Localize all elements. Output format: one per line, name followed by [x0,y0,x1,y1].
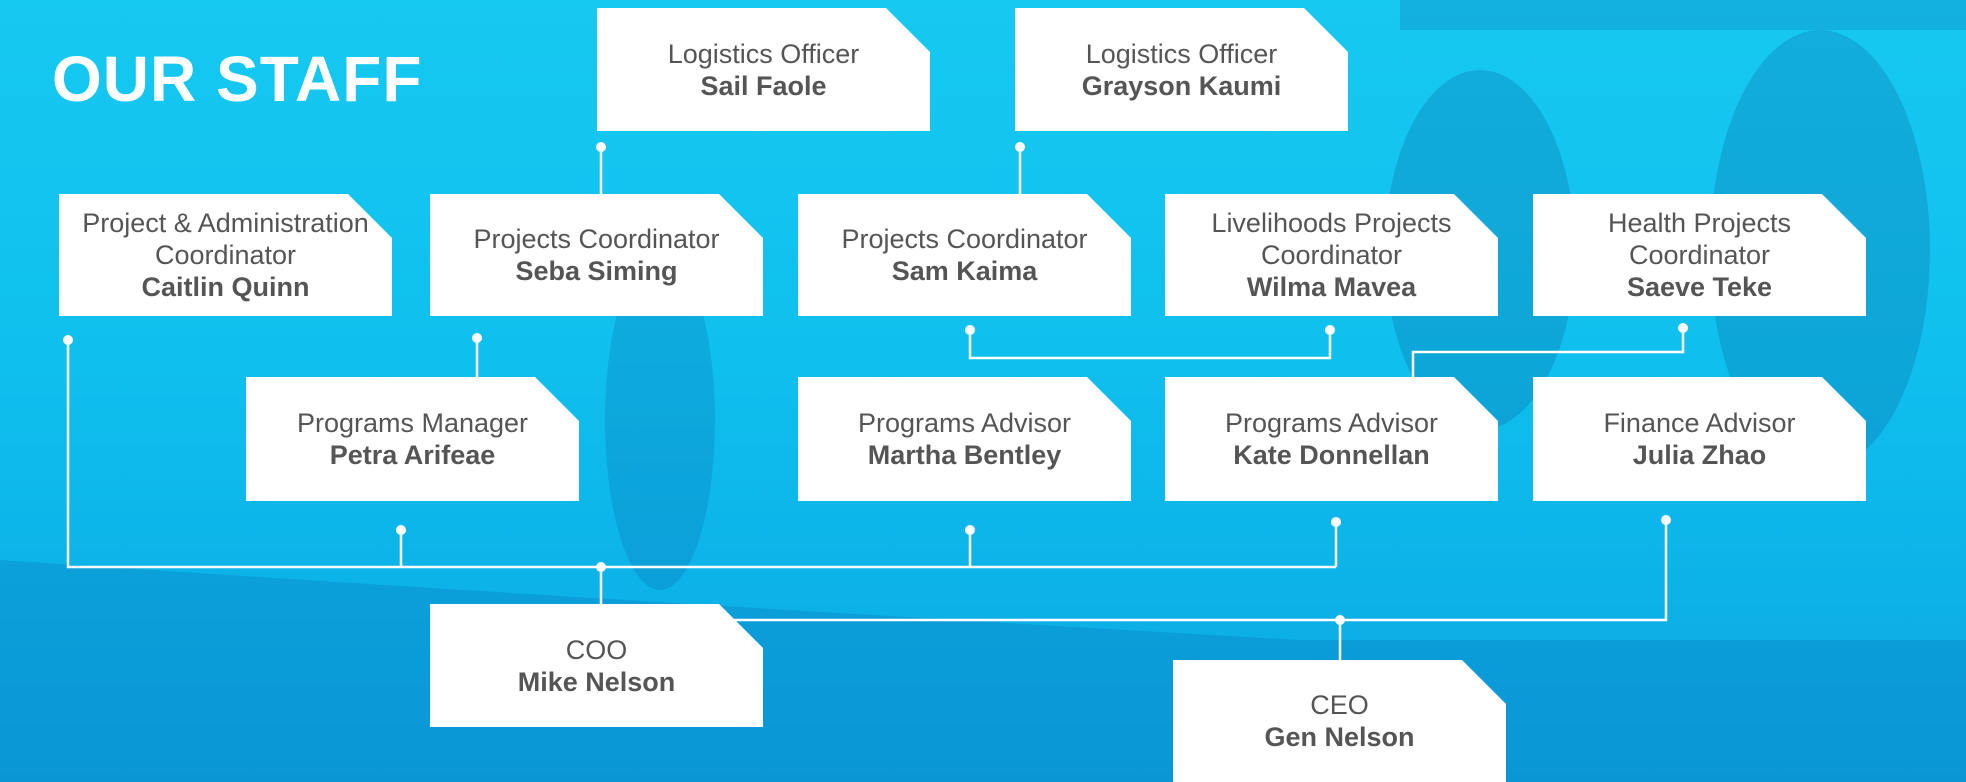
staff-name: Sam Kaima [891,256,1038,286]
staff-name: Mike Nelson [517,666,676,697]
staff-name: Saeve Teke [1626,272,1773,302]
card-projects-coordinator-sam-kaima: Projects Coordinator Sam Kaima [798,194,1131,316]
card-health-coordinator: Health Projects Coordinator Saeve Teke [1533,194,1866,316]
role-label: Programs Advisor [1224,408,1439,438]
staff-name: Grayson Kaumi [1081,70,1282,101]
role-label: CEO [1310,690,1369,720]
role-label: Logistics Officer [667,38,860,69]
card-logistics-officer-grayson-kaumi: Logistics Officer Grayson Kaumi [1015,8,1348,131]
staff-name: Seba Siming [515,256,678,286]
role-label: Projects Coordinator [841,224,1088,254]
role-label: Logistics Officer [1085,38,1278,69]
card-coo: COO Mike Nelson [430,604,763,727]
staff-name: Julia Zhao [1632,440,1767,470]
card-projects-coordinator-seba-siming: Projects Coordinator Seba Siming [430,194,763,316]
staff-name: Petra Arifeae [329,440,496,470]
role-label: COO [565,634,628,665]
role-label: Project & Administration Coordinator [82,208,369,270]
card-programs-advisor-martha-bentley: Programs Advisor Martha Bentley [798,377,1131,501]
staff-name: Sail Faole [700,70,827,101]
role-label: Health Projects Coordinator [1607,208,1792,270]
card-programs-manager: Programs Manager Petra Arifeae [246,377,579,501]
card-logistics-officer-sail-faole: Logistics Officer Sail Faole [597,8,930,131]
staff-name: Kate Donnellan [1233,440,1430,470]
card-finance-advisor: Finance Advisor Julia Zhao [1533,377,1866,501]
role-label: Programs Manager [296,408,529,438]
page-title: OUR STAFF [52,43,423,115]
role-label: Projects Coordinator [473,224,720,254]
role-label: Finance Advisor [1603,408,1796,438]
card-project-admin-coordinator: Project & Administration Coordinator Cai… [59,194,392,316]
staff-name: Gen Nelson [1264,722,1415,752]
role-label: Livelihoods Projects Coordinator [1211,208,1452,270]
card-programs-advisor-kate-donnellan: Programs Advisor Kate Donnellan [1165,377,1498,501]
staff-name: Caitlin Quinn [141,272,310,302]
card-ceo: CEO Gen Nelson [1173,660,1506,782]
staff-name: Martha Bentley [867,440,1062,470]
staff-name: Wilma Mavea [1246,272,1417,302]
card-livelihoods-coordinator: Livelihoods Projects Coordinator Wilma M… [1165,194,1498,316]
role-label: Programs Advisor [857,408,1072,438]
